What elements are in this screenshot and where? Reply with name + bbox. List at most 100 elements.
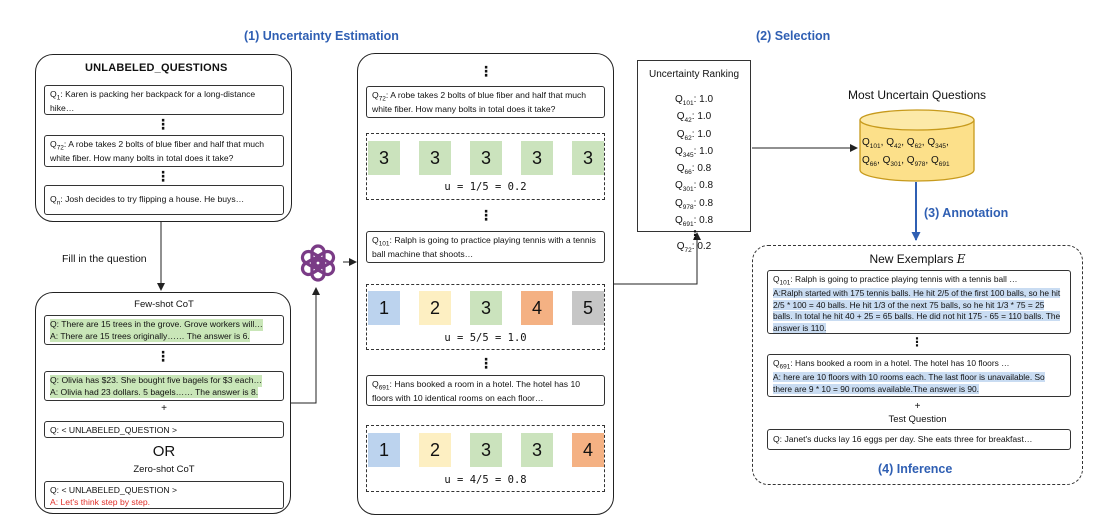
zeroshot-answer-trigger: A: Let's think step by step. [50, 496, 151, 507]
test-question-label: Test Question [888, 414, 947, 425]
dots: ⋮ [479, 355, 493, 371]
unlabeled-qn: Qn: Josh decides to try flipping a house… [44, 185, 284, 215]
answer-tile: 2 [419, 291, 451, 325]
dots: ⋮ [156, 348, 170, 364]
dots: ⋮ [156, 116, 170, 132]
answer-tile: 3 [470, 433, 502, 467]
estimation-question-691: Q691: Hans booked a room in a hotel. The… [366, 375, 605, 406]
answer-tile: 3 [521, 141, 553, 175]
uncertain-question-index: 345 [935, 143, 946, 150]
fewshot-example-1: Q: There are 15 trees in the grove. Grov… [44, 315, 284, 345]
uncertain-question-id: Q [906, 137, 915, 148]
ranking-item: Q301: 0.8 [674, 180, 714, 194]
uncertain-question-id: Q [862, 137, 870, 148]
answer-tile: 1 [368, 291, 400, 325]
answer-tile: 1 [368, 433, 400, 467]
separator: , [880, 137, 887, 148]
dots: ⋮ [689, 228, 701, 243]
uncertainty-value-101: u = 5/5 = 1.0 [444, 332, 527, 344]
or-label: OR [152, 443, 176, 460]
answer-tile: 3 [470, 291, 502, 325]
title-annotation: (3) Annotation [924, 206, 1009, 220]
test-question: Q: Janet's ducks lay 16 eggs per day. Sh… [767, 429, 1071, 450]
uncertain-question-id: Q [882, 155, 891, 166]
most-uncertain-line-1: Q101, Q42, Q62, Q345, [862, 136, 974, 154]
plus-sign: + [914, 401, 921, 412]
exemplar-101: Q101: Ralph is going to practice playing… [767, 270, 1071, 334]
unlabeled-header: UNLABELED_QUESTIONS [85, 62, 228, 74]
openai-logo-icon [300, 244, 336, 282]
uncertainty-value-72: u = 1/5 = 0.2 [444, 181, 527, 193]
uncertain-question-id: Q [886, 137, 894, 148]
estimation-question-72: Q72: A robe takes 2 bolts of blue fiber … [366, 86, 605, 118]
separator: , [877, 155, 883, 166]
example-2-question: Q: Olivia has $23. She bought five bagel… [50, 375, 263, 387]
uncertain-question-index: 691 [938, 161, 950, 168]
fewshot-example-2: Q: Olivia has $23. She bought five bagel… [44, 371, 284, 401]
separator: , [946, 137, 949, 148]
title-inference: (4) Inference [878, 462, 953, 476]
database-icon [859, 109, 975, 182]
uncertain-question-index: 62 [914, 143, 922, 150]
unlabeled-q1: Q1: Karen is packing her backpack for a … [44, 85, 284, 115]
uncertain-question-id: Q [862, 155, 870, 166]
separator: , [921, 137, 928, 148]
unlabeled-q72: Q72: A robe takes 2 bolts of blue fiber … [44, 135, 284, 167]
ranking-item-last: Q72: 0.2 [676, 241, 712, 255]
fewshot-title: Few-shot CoT [134, 299, 194, 310]
example-1-question: Q: There are 15 trees in the grove. Grov… [50, 319, 263, 331]
ranking-item: Q691: 0.8 [674, 215, 714, 229]
ranking-item: Q101: 1.0 [674, 94, 714, 107]
exemplar-691-rationale: A: here are 10 floors with 10 rooms each… [773, 371, 1045, 394]
zeroshot-prompt: Q: < UNLABELED_QUESTION > A: Let's think… [44, 481, 284, 509]
uncertain-question-index: 66 [869, 161, 878, 168]
zeroshot-question: Q: < UNLABELED_QUESTION > [50, 485, 178, 495]
exemplar-691-question: Q691: Hans booked a room in a hotel. The… [773, 358, 1010, 371]
uncertain-question-id: Q [906, 155, 915, 166]
title-uncertainty-estimation: (1) Uncertainty Estimation [244, 29, 399, 43]
answers-group-101 [366, 284, 605, 350]
arrow-estimation-to-ranking [614, 232, 701, 285]
answer-tile: 5 [572, 291, 604, 325]
arrow-prompt-to-llm [291, 287, 320, 404]
example-1-answer: A: There are 15 trees originally…… The a… [50, 330, 250, 343]
ranking-item: Q345: 1.0 [674, 145, 714, 159]
title-selection: (2) Selection [756, 29, 831, 43]
answer-tile: 4 [572, 433, 604, 467]
zeroshot-title: Zero-shot CoT [133, 464, 195, 475]
exemplar-101-rationale: A:Ralph started with 175 tennis balls. H… [773, 287, 1061, 334]
uncertain-question-index: 101 [869, 143, 881, 150]
answer-tile: 4 [521, 291, 553, 325]
ranking-item: Q66: 0.8 [676, 163, 712, 177]
answer-tile: 3 [368, 141, 400, 175]
uncertain-question-index: 42 [893, 143, 902, 150]
plus-sign: + [161, 403, 167, 414]
uncertain-question-id: Q [927, 137, 936, 148]
uncertain-question-index: 301 [890, 161, 902, 168]
answer-tile: 3 [521, 433, 553, 467]
ranking-title: Uncertainty Ranking [648, 69, 740, 80]
dots: ⋮ [479, 63, 493, 79]
uncertain-question-index: 978 [914, 161, 926, 168]
new-exemplars-panel [752, 245, 1083, 485]
ranking-item: Q62: 1.0 [676, 128, 712, 142]
ranking-item: Q42: 1.0 [676, 111, 712, 125]
estimation-question-101: Q101: Ralph is going to practice playing… [366, 231, 605, 263]
unlabeled-questions-panel: UNLABELED_QUESTIONS Q1: Karen is packing… [35, 54, 292, 222]
exemplar-691: Q691: Hans booked a room in a hotel. The… [767, 354, 1071, 397]
example-2-answer: A: Olivia had 23 dollars. 5 bagels…… The… [50, 386, 259, 399]
separator: , [925, 155, 931, 166]
most-uncertain-line-2: Q66, Q301, Q978, Q691 [862, 154, 974, 172]
uncertainty-value-691: u = 4/5 = 0.8 [444, 474, 527, 486]
fill-question-label: Fill in the question [62, 253, 147, 265]
prompt-panel: Few-shot CoT Q: There are 15 trees in th… [35, 292, 291, 514]
uncertain-question-id: Q [930, 155, 939, 166]
answer-tile: 3 [572, 141, 604, 175]
ranking-item: Q978: 0.8 [674, 197, 714, 211]
separator: , [901, 137, 907, 148]
new-exemplars-title: New Exemplars E [869, 252, 966, 266]
most-uncertain-title: Most Uncertain Questions [848, 88, 987, 102]
dots: ⋮ [156, 168, 170, 184]
most-uncertain-list: Q101, Q42, Q62, Q345, Q66, Q301, Q978, Q… [862, 136, 974, 172]
